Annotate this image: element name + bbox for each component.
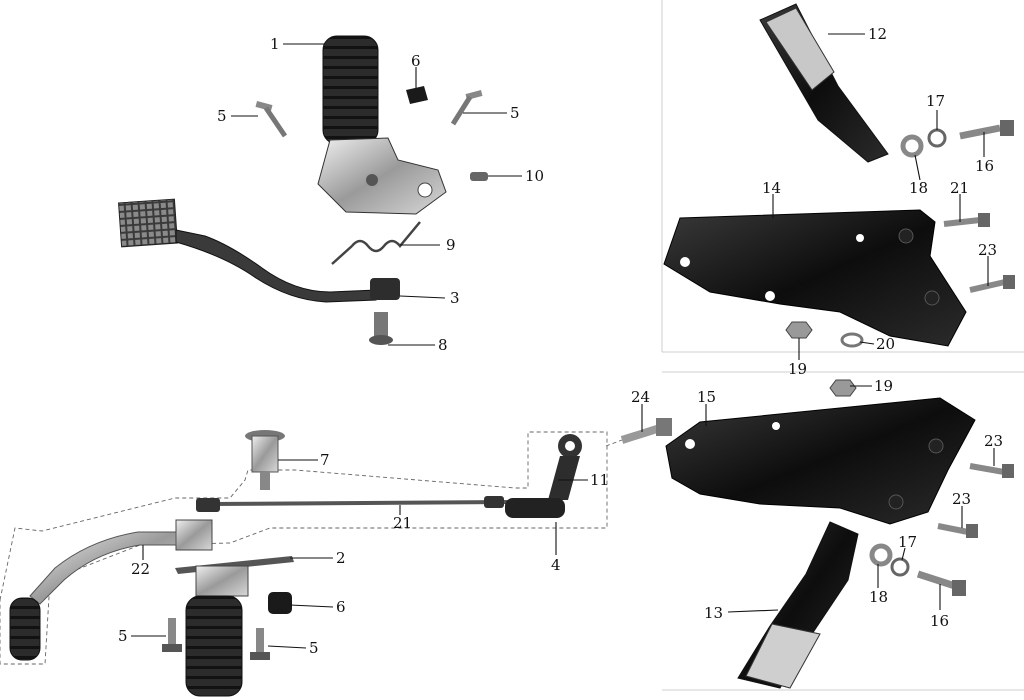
part-footpeg-bracket — [317, 137, 447, 215]
part-19-nut-bottom — [829, 379, 857, 397]
callout-5-top-right: 5 — [510, 104, 520, 122]
part-13-footpeg-bottom-right — [737, 521, 859, 689]
part-21-shift-rod — [196, 496, 511, 512]
part-6-rubber-cap — [406, 86, 428, 104]
part-10-small-bolt — [470, 172, 488, 181]
callout-23-lower: 23 — [952, 490, 971, 508]
callout-11: 11 — [590, 471, 609, 489]
callout-4: 4 — [551, 556, 561, 574]
part-brake-pedal — [117, 198, 400, 303]
leader-dashed-24 — [605, 439, 623, 447]
part-5-bolt-bottom-right — [250, 628, 270, 660]
part-12-footpeg-right — [759, 3, 889, 163]
part-5-bolt-right — [450, 90, 483, 126]
callout-10: 10 — [525, 167, 544, 185]
part-7-pivot-bushing — [245, 430, 285, 490]
callout-21-rod: 21 — [393, 514, 412, 532]
callout-13: 13 — [704, 604, 723, 622]
callout-2: 2 — [336, 549, 346, 567]
callout-17-top: 17 — [926, 92, 945, 110]
panel-borders — [661, 0, 1024, 691]
part-1-footpeg-rubber — [322, 35, 379, 145]
part-18-washer-bottom — [869, 543, 893, 567]
callout-7: 7 — [320, 451, 330, 469]
part-5-bolt-bottom-left — [162, 618, 182, 652]
part-2-bracket-plate — [175, 556, 294, 597]
callout-8: 8 — [438, 336, 448, 354]
callout-18-bottom: 18 — [869, 588, 888, 606]
callout-9: 9 — [446, 236, 456, 254]
part-11-shift-arm — [505, 434, 582, 518]
part-19-nut-top — [785, 321, 813, 339]
callout-5-bottom-left: 5 — [118, 627, 128, 645]
part-9-spring — [331, 221, 421, 265]
part-17-washer-top — [927, 128, 947, 148]
part-23-bolt-top — [969, 275, 1015, 293]
callout-18-top: 18 — [909, 179, 928, 197]
callout-12: 12 — [868, 25, 887, 43]
callout-1: 1 — [270, 35, 280, 53]
part-16-bolt-bottom — [916, 570, 966, 596]
part-18-washer-top — [900, 134, 924, 158]
part-6-rubber-cap-bottom — [268, 592, 292, 614]
callout-6-top: 6 — [411, 52, 421, 70]
callout-6-bottom: 6 — [336, 598, 346, 616]
callout-23-mid: 23 — [984, 432, 1003, 450]
part-footpeg-rubber-bottom — [185, 595, 243, 697]
callout-24: 24 — [631, 388, 650, 406]
callout-5-bottom-right: 5 — [309, 639, 319, 657]
part-8-pivot-bolt — [369, 312, 393, 345]
part-5-bolt-left — [255, 101, 288, 138]
part-17-washer-bottom — [890, 557, 910, 577]
callout-22: 22 — [131, 560, 150, 578]
callout-21-right: 21 — [950, 179, 969, 197]
part-21-bolt-right — [943, 213, 990, 227]
part-22-shift-lever — [9, 519, 213, 661]
callout-19-bottom: 19 — [874, 377, 893, 395]
callout-16-top: 16 — [975, 157, 994, 175]
part-15-bracket-bottom — [665, 397, 976, 525]
callout-23-top: 23 — [978, 241, 997, 259]
part-23-bolt-lower — [937, 523, 978, 538]
callout-17-bottom: 17 — [898, 533, 917, 551]
callout-20: 20 — [876, 335, 895, 353]
part-24-bolt — [620, 418, 672, 444]
part-16-bolt-top — [959, 120, 1014, 140]
callout-15: 15 — [697, 388, 716, 406]
part-14-bracket-top — [663, 209, 967, 347]
callout-3: 3 — [450, 289, 460, 307]
callout-labels: 1 6 5 5 10 9 3 8 7 21 11 4 22 2 6 5 5 12… — [118, 25, 1003, 657]
part-20-washer — [840, 332, 864, 348]
callout-14: 14 — [762, 179, 781, 197]
callout-5-top-left: 5 — [217, 107, 227, 125]
callout-16-bottom: 16 — [930, 612, 949, 630]
part-23-bolt-mid — [969, 463, 1014, 478]
callout-19-top: 19 — [788, 360, 807, 378]
leader-lines — [131, 33, 995, 649]
